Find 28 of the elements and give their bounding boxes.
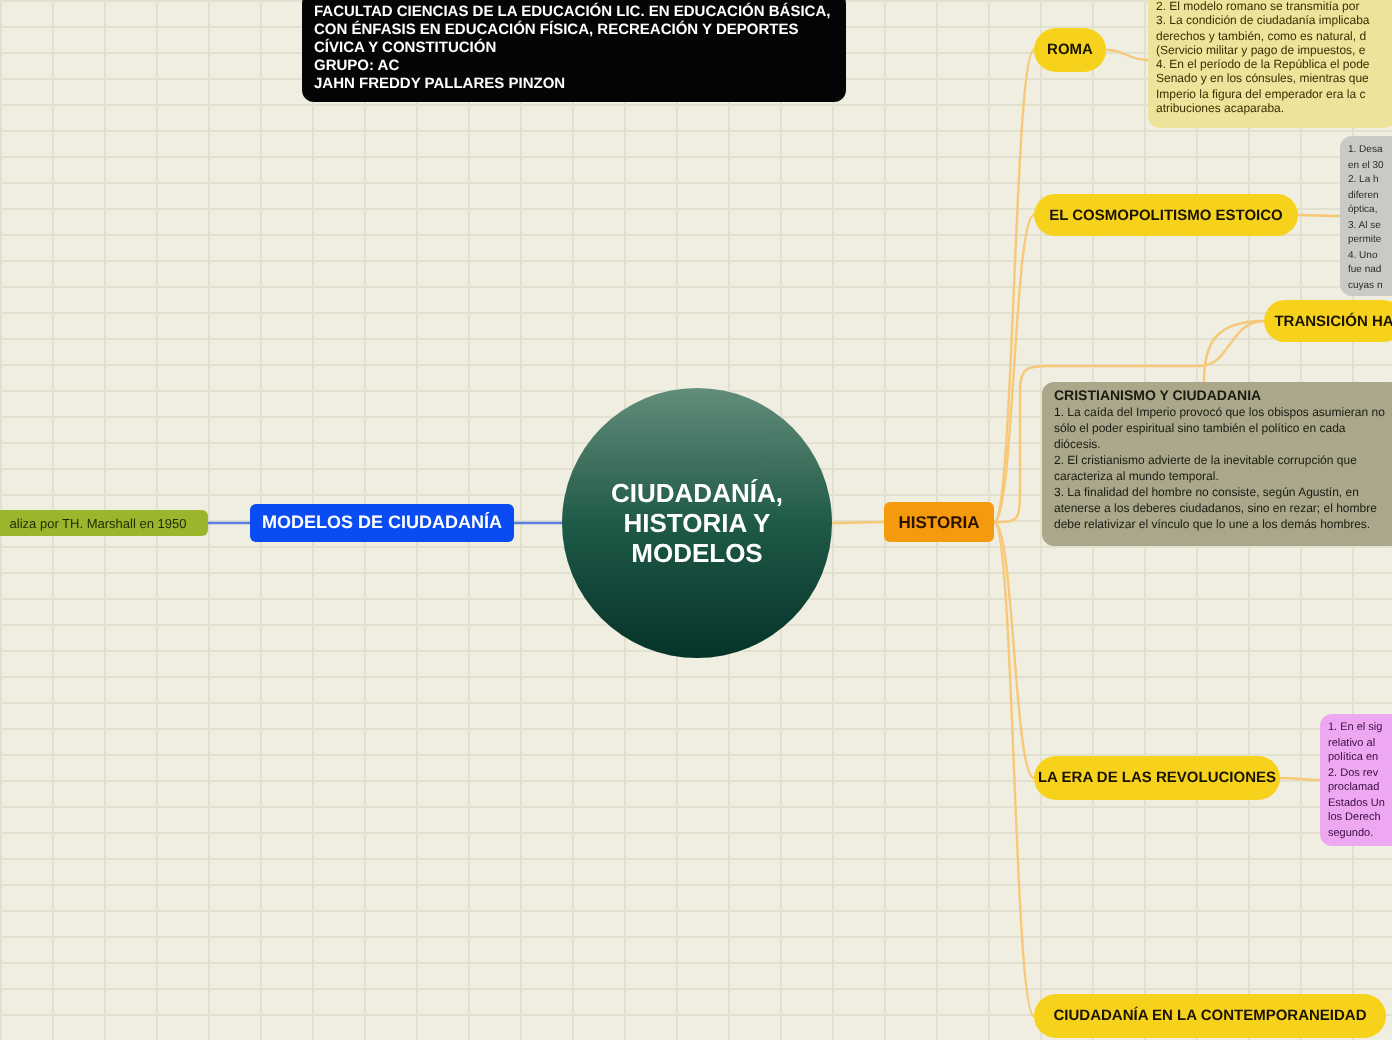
topic-label: MODELOS DE CIUDADANÍA — [261, 509, 502, 536]
connector-line — [1105, 48, 1149, 62]
topic-box — [884, 502, 994, 542]
note-box — [1340, 136, 1392, 296]
connector-line — [1298, 213, 1340, 218]
connector-line — [832, 520, 884, 525]
connector-line — [992, 521, 1036, 1017]
connector-line — [1202, 319, 1265, 383]
connector-line — [992, 49, 1036, 523]
connector-line — [993, 521, 1035, 779]
subtopic-pill — [1034, 28, 1106, 72]
connector-line — [994, 319, 1265, 524]
subtopic-pill — [1034, 756, 1280, 800]
central-title: CIUDADANÍA, HISTORIA Y MODELOS — [609, 478, 785, 568]
topic-label: HISTORIA — [898, 509, 980, 535]
topic-box — [250, 504, 514, 542]
connector-line — [514, 521, 562, 525]
subtopic-pill — [1264, 300, 1392, 342]
connector-line — [208, 521, 250, 525]
connector-line — [1280, 776, 1320, 782]
note-box — [1148, 0, 1392, 128]
subtopic-box — [0, 510, 208, 536]
note-box — [1042, 382, 1392, 546]
subtopic-pill — [1034, 194, 1298, 236]
info-panel — [302, 0, 846, 102]
note-box — [1320, 714, 1392, 846]
subtopic-pill — [1034, 994, 1386, 1038]
connector-line — [993, 214, 1035, 523]
